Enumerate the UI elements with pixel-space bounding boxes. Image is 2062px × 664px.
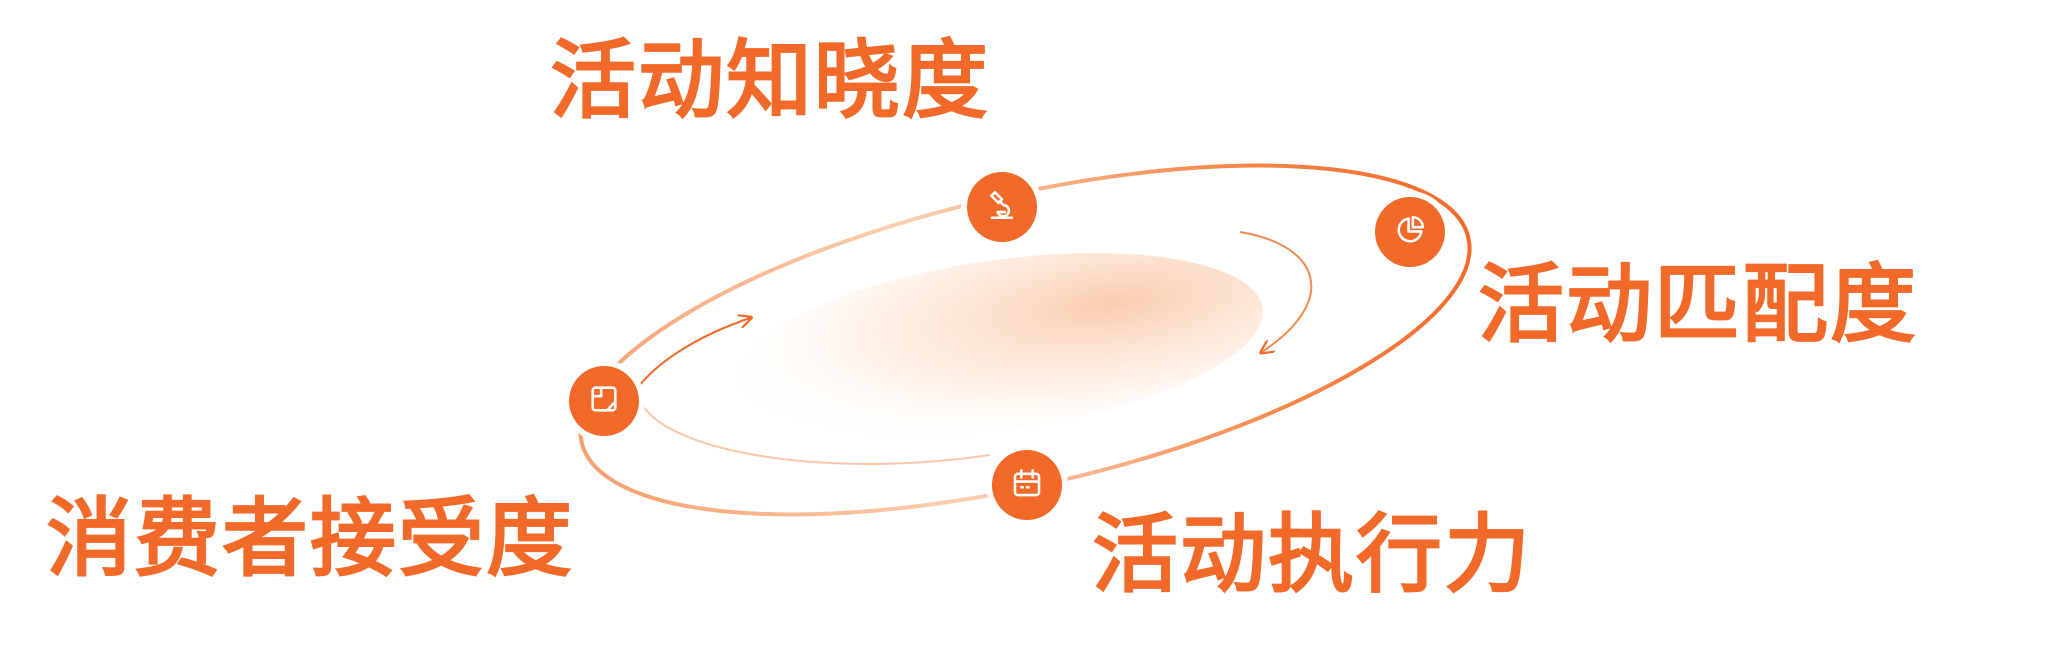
label-activity-execution: 活动执行力 <box>1092 505 1532 605</box>
node-execution <box>992 450 1062 520</box>
pie-chart-icon <box>1393 213 1427 251</box>
right-arrow-arc <box>1239 231 1313 352</box>
note-icon <box>587 382 621 420</box>
inner-orbit-line <box>639 399 991 465</box>
node-acceptance <box>569 366 639 436</box>
node-awareness <box>967 172 1037 242</box>
microscope-icon <box>985 188 1019 226</box>
node-match <box>1375 197 1445 267</box>
left-arrow-arc <box>639 318 750 386</box>
calendar-icon <box>1010 466 1044 504</box>
label-activity-awareness: 活动知晓度 <box>550 31 990 131</box>
label-activity-match: 活动匹配度 <box>1478 255 1918 355</box>
center-glow <box>737 253 1263 437</box>
label-consumer-acceptance: 消费者接受度 <box>46 489 574 589</box>
